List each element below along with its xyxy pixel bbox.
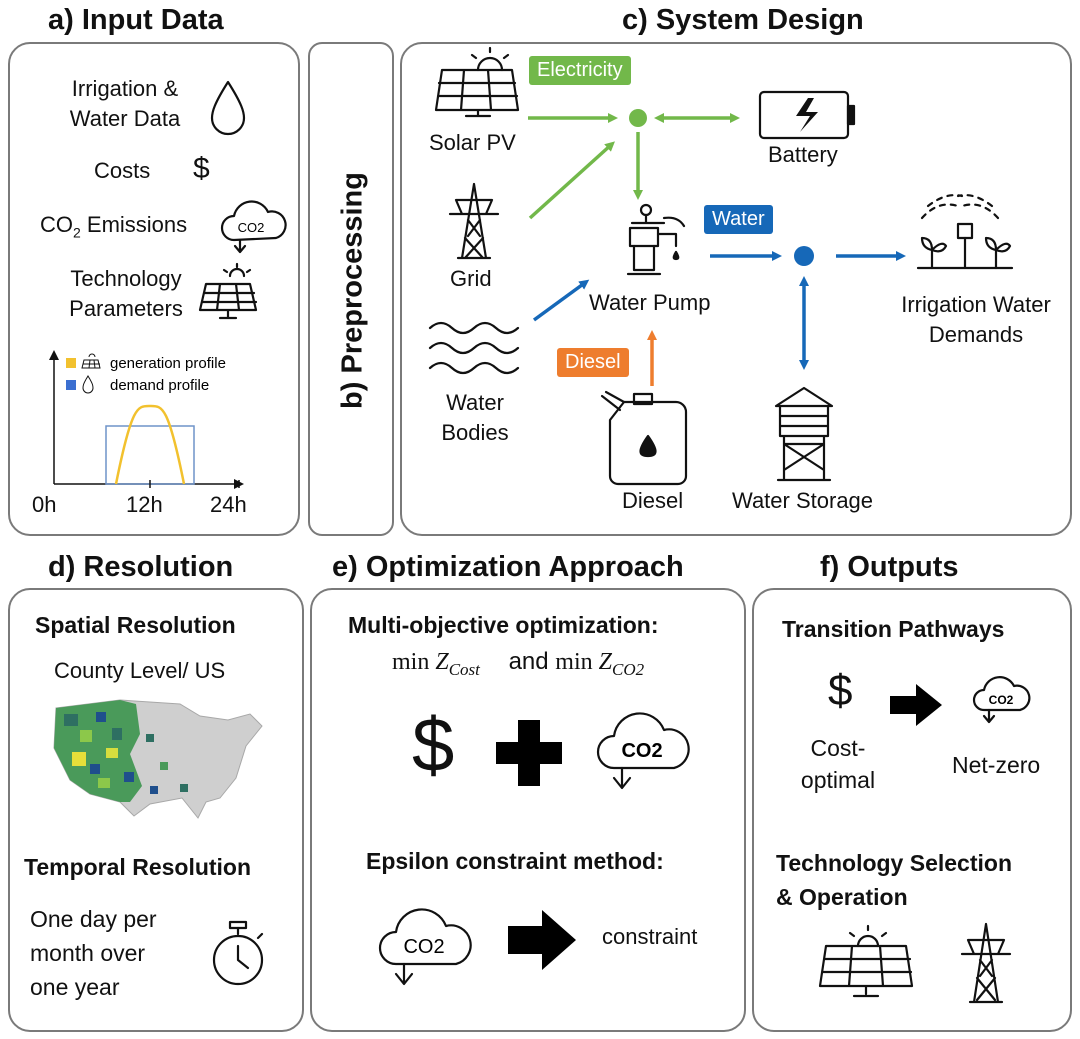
water-waves-icon <box>428 321 520 375</box>
panel-d-title: d) Resolution <box>48 551 234 583</box>
panel-preprocessing: b) Preprocessing <box>308 42 394 536</box>
electricity-node <box>629 109 647 127</box>
panel-outputs: Transition Pathways $ CO2 Cost- optimal … <box>752 588 1072 1032</box>
panel-resolution: Spatial Resolution County Level/ US Temp… <box>8 588 304 1032</box>
co2-emissions-label: CO2 Emissions <box>40 212 188 241</box>
legend-demand-label: demand profile <box>110 377 209 394</box>
cost-dollar-icon: $ <box>412 703 455 788</box>
multi-objective-title: Multi-objective optimization: <box>348 612 659 638</box>
grid-label: Grid <box>450 266 492 291</box>
tick-24h: 24h <box>210 492 247 517</box>
water-storage-label: Water Storage <box>732 488 874 513</box>
cost-optimal-dollar-icon: $ <box>828 666 853 715</box>
panel-c-title: c) System Design <box>622 4 864 36</box>
cost-optimal-label: Cost- optimal <box>800 735 876 793</box>
panel-optimization: Multi-objective optimization: min ZCost … <box>310 588 746 1032</box>
electricity-tag: Electricity <box>529 56 631 85</box>
svg-text:CO2: CO2 <box>403 936 444 958</box>
legend-demand-swatch <box>66 380 76 390</box>
objective-formula: min ZCost and min ZCO2 <box>392 648 645 679</box>
system-design-diagram <box>428 46 1014 486</box>
arrow-right-icon <box>508 910 576 970</box>
generation-profile <box>114 404 186 485</box>
co2-cloud-icon: CO2 <box>220 200 287 254</box>
panel-f-title: f) Outputs <box>820 551 959 583</box>
water-bodies-label: Water Bodies <box>441 390 509 445</box>
tick-12h: 12h <box>126 492 163 517</box>
grid-tower-output-icon <box>960 922 1012 1004</box>
legend-generation-label: generation profile <box>110 355 226 372</box>
spatial-resolution-title: Spatial Resolution <box>35 612 236 638</box>
profile-chart: generation profile demand profile <box>49 350 244 489</box>
diesel-label: Diesel <box>622 488 684 513</box>
technology-selection-title: Technology Selection & Operation <box>776 850 1012 910</box>
irrigation-demands-label: Irrigation Water Demands <box>901 292 1051 347</box>
grid-tower-icon <box>448 182 500 260</box>
stopwatch-icon <box>212 920 264 986</box>
epsilon-method-title: Epsilon constraint method: <box>366 848 664 874</box>
svg-text:CO2: CO2 <box>989 693 1014 707</box>
svg-text:CO2: CO2 <box>621 740 662 762</box>
panel-e-title: e) Optimization Approach <box>332 551 684 583</box>
net-zero-label: Net-zero <box>952 752 1041 778</box>
costs-label: Costs <box>94 158 151 183</box>
water-drop-icon <box>210 80 246 136</box>
arrow-right-icon-small <box>890 684 942 726</box>
co2-cloud-icon-large: CO2 <box>596 712 690 790</box>
temporal-period-label: One day per month over one year <box>30 906 157 1000</box>
legend-solar-icon <box>81 353 101 369</box>
water-storage-icon <box>774 386 834 482</box>
dollar-icon: $ <box>193 152 210 185</box>
battery-label: Battery <box>768 142 838 167</box>
solar-pv-icon <box>434 46 520 118</box>
solar-panel-icon <box>198 262 258 320</box>
county-level-label: County Level/ US <box>54 658 226 683</box>
panel-system-design <box>400 42 1072 536</box>
water-node <box>794 246 814 266</box>
net-zero-co2-icon: CO2 <box>972 676 1031 724</box>
panel-input-data: Irrigation & Water Data Costs $ CO2 Emis… <box>8 42 300 536</box>
constraint-label: constraint <box>602 924 698 949</box>
irrigation-sprinkler-icon <box>916 194 1014 270</box>
diesel-can-icon <box>600 390 688 486</box>
svg-text:CO2: CO2 <box>238 220 265 235</box>
waterbodies-to-pump-arrow <box>532 279 590 322</box>
legend-drop-icon <box>82 375 94 394</box>
grid-to-node-arrow <box>528 141 615 220</box>
legend-generation-swatch <box>66 358 76 368</box>
irrigation-water-data-label: Irrigation & Water Data <box>69 76 181 131</box>
technology-parameters-label: Technology Parameters <box>69 266 183 321</box>
battery-icon <box>758 90 856 140</box>
plus-icon <box>496 720 562 786</box>
solar-pv-output-icon <box>818 924 914 998</box>
panel-a-title: a) Input Data <box>48 4 224 36</box>
co2-cloud-icon-epsilon: CO2 <box>378 908 472 986</box>
us-county-map <box>53 699 263 819</box>
water-pump-label: Water Pump <box>589 290 711 315</box>
diesel-tag: Diesel <box>557 348 629 377</box>
transition-pathways-title: Transition Pathways <box>782 616 1005 642</box>
solar-pv-label: Solar PV <box>429 130 516 155</box>
water-pump-icon <box>626 203 686 276</box>
temporal-resolution-title: Temporal Resolution <box>24 854 252 880</box>
tick-0h: 0h <box>32 492 57 517</box>
water-tag: Water <box>704 205 773 234</box>
